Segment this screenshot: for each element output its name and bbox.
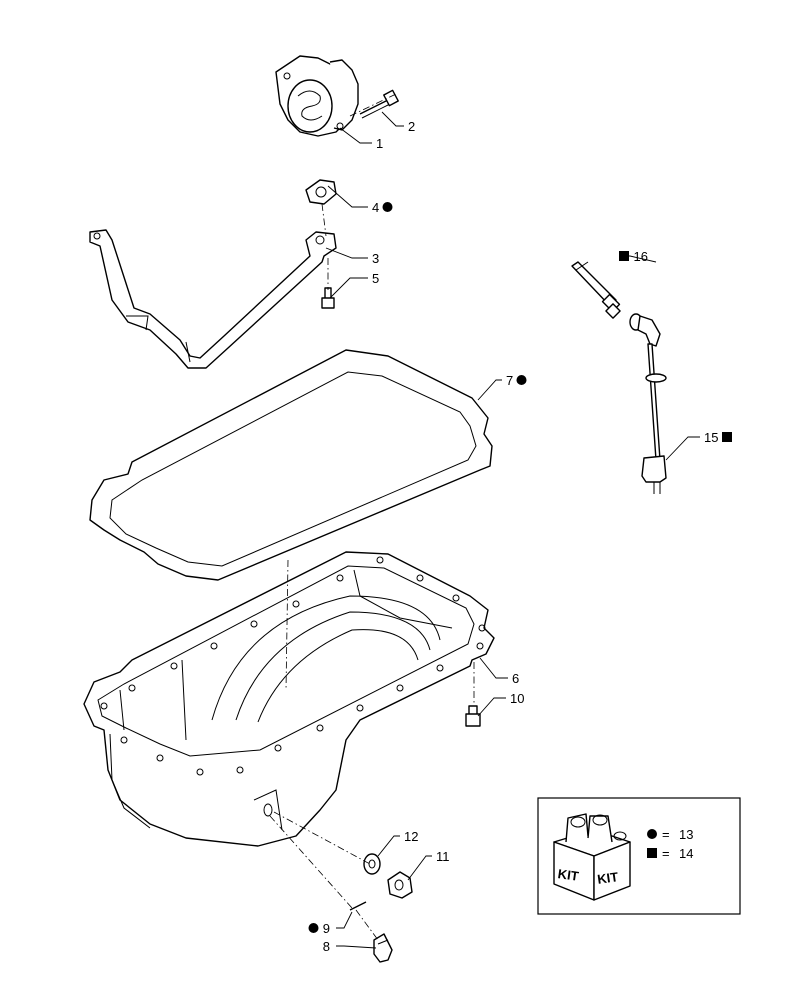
- leader-lines: [325, 111, 700, 949]
- pickup-bolt-part[interactable]: [321, 287, 335, 309]
- oil-pan-part[interactable]: [83, 551, 495, 847]
- drain-plug-part[interactable]: [387, 871, 413, 899]
- callout-5: 5: [372, 271, 379, 286]
- callout-3: 3: [372, 251, 379, 266]
- kit-box-icon: KIT KIT: [553, 813, 631, 901]
- callout-2: 2: [408, 119, 415, 134]
- callout-4-circle-marker: [382, 202, 393, 212]
- callout-11: 11: [436, 849, 450, 864]
- legend-row-1-value: 13: [679, 827, 693, 842]
- oil-pickup-tube-part[interactable]: [89, 229, 337, 369]
- callout-16-square-marker: [619, 251, 629, 261]
- drain-fitting-part[interactable]: [373, 933, 393, 963]
- assembly-centerlines: [269, 93, 475, 941]
- oil-pan-bolt-part[interactable]: [465, 705, 481, 727]
- oil-pump-part[interactable]: [275, 55, 359, 137]
- oil-pan-gasket-part[interactable]: [89, 349, 493, 581]
- callout-1: 1: [376, 136, 383, 151]
- drain-washer-part[interactable]: [363, 853, 381, 875]
- callout-9: 9: [323, 921, 330, 936]
- callout-15-square-marker: [722, 432, 732, 442]
- callout-15: 15: [704, 430, 718, 445]
- legend-row-2-value: 14: [679, 846, 693, 861]
- kit-legend: KIT KIT = 13 = 14: [537, 797, 741, 915]
- callout-6: 6: [512, 671, 519, 686]
- callout-16: 16: [634, 249, 648, 264]
- dipstick-part[interactable]: [571, 261, 621, 319]
- callout-9-circle-marker: [308, 923, 319, 933]
- kit-label-right: KIT: [596, 869, 619, 887]
- pickup-gasket-part[interactable]: [305, 179, 337, 205]
- legend-square-marker: [647, 848, 657, 858]
- pin-part[interactable]: [349, 901, 367, 911]
- callout-10: 10: [510, 691, 524, 706]
- dipstick-tube-part[interactable]: [629, 313, 667, 494]
- callout-8: 8: [323, 939, 330, 954]
- callout-7-circle-marker: [516, 375, 527, 385]
- legend-row-1-equals: =: [662, 827, 670, 842]
- pump-bolt-part[interactable]: [359, 89, 399, 119]
- callout-4: 4: [372, 200, 379, 215]
- callout-12: 12: [404, 829, 418, 844]
- legend-row-2-equals: =: [662, 846, 670, 861]
- legend-circle-marker: [647, 829, 657, 839]
- kit-label-left: KIT: [557, 866, 580, 884]
- callout-7: 7: [506, 373, 513, 388]
